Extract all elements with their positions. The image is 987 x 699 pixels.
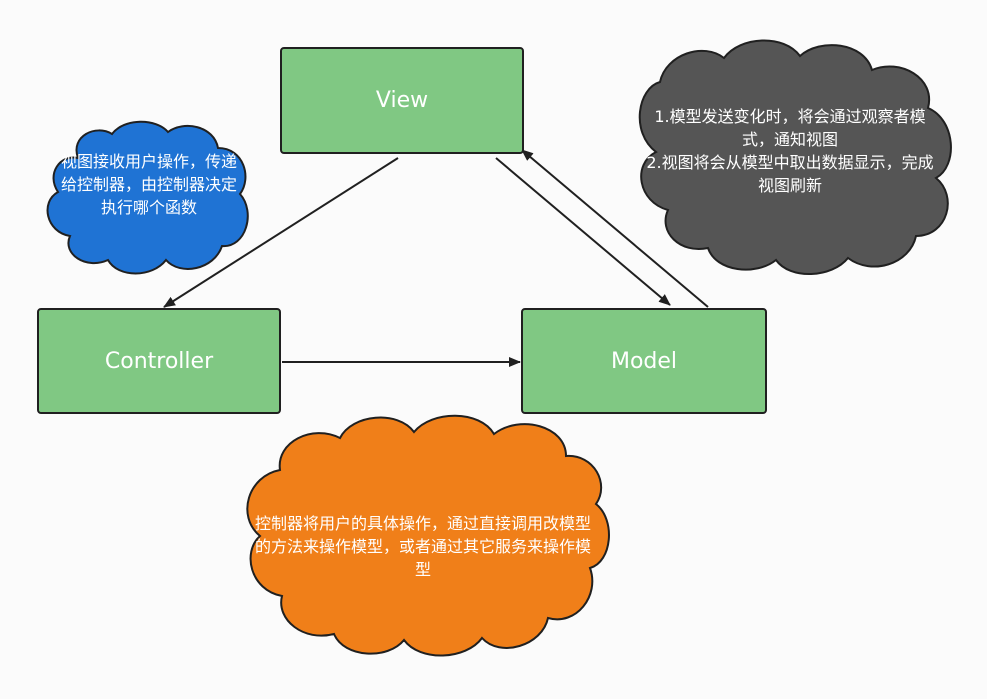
arrow-model-to-view — [521, 149, 709, 308]
gray-cloud-note: 1.模型发送变化时，将会通过观察者模式，通知视图 2.视图将会从模型中取出数据显… — [640, 105, 940, 197]
model-node: Model — [521, 308, 767, 414]
arrow-view-to-controller — [163, 157, 399, 308]
controller-node: Controller — [37, 308, 281, 414]
controller-label: Controller — [104, 348, 214, 374]
model-label: Model — [610, 348, 678, 374]
gray-note-line-1: 1.模型发送变化时，将会通过观察者模式，通知视图 — [654, 107, 926, 149]
view-label: View — [375, 88, 429, 113]
orange-cloud-shape — [246, 414, 610, 657]
view-node: View — [280, 47, 524, 154]
gray-note-line-2: 2.视图将会从模型中取出数据显示，完成视图刷新 — [646, 153, 934, 195]
orange-cloud-note: 控制器将用户的具体操作，通过直接调用改模型的方法来操作模型，或者通过其它服务来操… — [254, 514, 591, 579]
blue-cloud-note: 视图接收用户操作，传递给控制器，由控制器决定执行哪个函数 — [60, 152, 237, 217]
gray-cloud-shape — [638, 39, 952, 275]
arrow-view-to-model — [495, 157, 671, 306]
blue-cloud-shape — [46, 120, 249, 275]
